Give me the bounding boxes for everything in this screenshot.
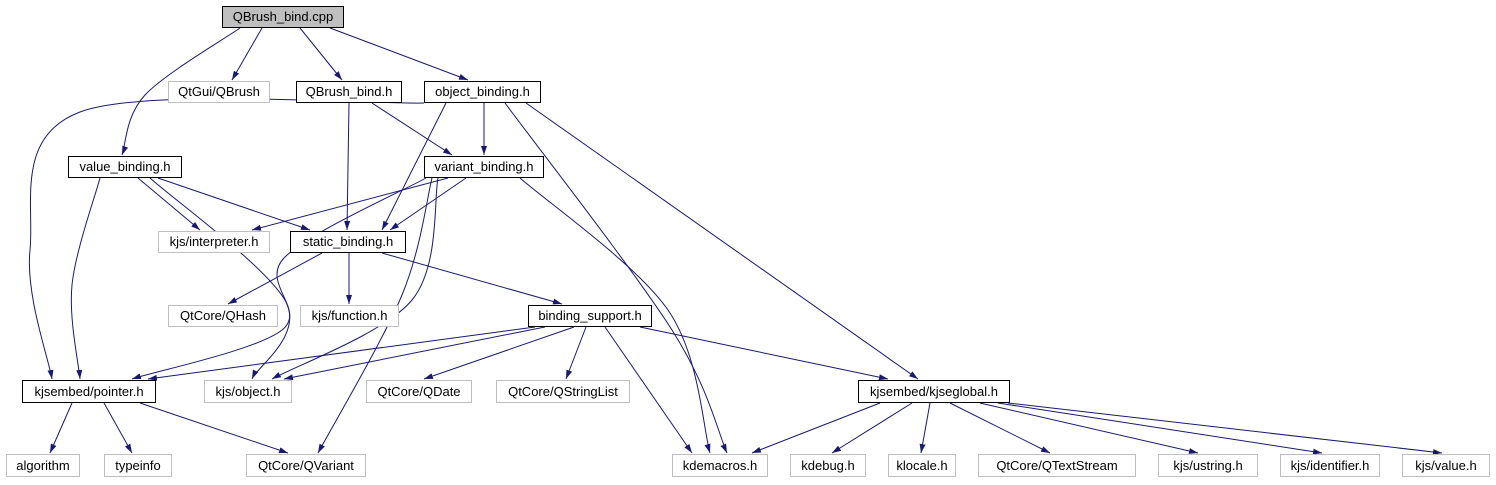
node-variant_binding[interactable]: variant_binding.h xyxy=(424,156,544,178)
edge-variant_binding-qvariant xyxy=(317,177,433,454)
edge-kjseglobal-qtextstream xyxy=(949,402,1051,454)
edge-object_binding-kjseglobal xyxy=(525,102,919,380)
edge-static_binding-binding_support xyxy=(381,252,563,305)
node-klocale: klocale.h xyxy=(888,454,956,477)
node-qbrush_h[interactable]: QBrush_bind.h xyxy=(296,81,402,103)
node-object: kjs/object.h xyxy=(204,380,292,403)
edge-pointer-qvariant xyxy=(139,402,289,454)
node-function: kjs/function.h xyxy=(300,305,399,327)
edge-cpp-object_binding xyxy=(329,27,469,81)
node-qstringlist: QtCore/QStringList xyxy=(496,380,630,403)
edge-variant_binding-kdemacros xyxy=(519,177,711,454)
node-qtgui_qbrush: QtGui/QBrush xyxy=(168,81,270,103)
node-kdemacros: kdemacros.h xyxy=(672,454,768,477)
edge-kjseglobal-identifier xyxy=(997,402,1323,455)
edge-pointer-algorithm xyxy=(49,402,73,454)
edge-binding_support-qstringlist xyxy=(565,326,587,380)
node-binding_support[interactable]: binding_support.h xyxy=(528,305,652,327)
edge-kjseglobal-klocale xyxy=(919,402,931,454)
edge-value_binding-interpreter xyxy=(137,177,201,231)
node-interpreter: kjs/interpreter.h xyxy=(158,231,270,253)
edge-cpp-qbrush_h xyxy=(299,27,343,81)
node-identifier: kjs/identifier.h xyxy=(1280,454,1380,477)
edge-binding_support-object xyxy=(283,326,546,381)
node-kjseglobal[interactable]: kjsembed/kjseglobal.h xyxy=(858,380,1010,403)
edge-qbrush_h-static_binding xyxy=(344,102,351,231)
node-static_binding[interactable]: static_binding.h xyxy=(290,231,406,253)
edge-binding_support-kjseglobal xyxy=(639,326,889,381)
node-kdebug: kdebug.h xyxy=(790,454,866,477)
edge-cpp-qtgui_qbrush xyxy=(231,27,263,81)
edge-binding_support-qdate xyxy=(423,326,575,380)
edge-static_binding-qhash xyxy=(227,252,323,305)
node-qtextstream: QtCore/QTextStream xyxy=(978,454,1136,477)
node-qvariant: QtCore/QVariant xyxy=(246,454,366,477)
edge-variant_binding-object xyxy=(271,177,439,380)
edge-variant_binding-static_binding xyxy=(389,177,467,231)
edge-cpp-value_binding xyxy=(121,27,241,156)
node-pointer[interactable]: kjsembed/pointer.h xyxy=(22,380,156,403)
node-value_binding[interactable]: value_binding.h xyxy=(68,156,182,178)
node-typeinfo: typeinfo xyxy=(104,454,172,477)
edge-kjseglobal-value xyxy=(1007,402,1443,455)
node-object_binding[interactable]: object_binding.h xyxy=(424,81,541,103)
edge-object_binding-static_binding xyxy=(381,102,447,231)
node-cpp: QBrush_bind.cpp xyxy=(222,6,344,28)
edge-value_binding-object xyxy=(149,177,291,380)
edge-variant_binding-pointer xyxy=(131,177,427,380)
edge-variant_binding-interpreter xyxy=(251,177,449,231)
edge-value_binding-static_binding xyxy=(157,177,311,231)
edge-pointer-typeinfo xyxy=(103,402,133,454)
edge-kjseglobal-ustring xyxy=(979,402,1199,454)
node-ustring: kjs/ustring.h xyxy=(1158,454,1258,477)
edge-value_binding-pointer xyxy=(70,177,101,380)
node-algorithm: algorithm xyxy=(6,454,80,477)
edge-object_binding-kdemacros xyxy=(504,102,728,454)
node-qhash: QtCore/QHash xyxy=(168,305,278,327)
edge-kjseglobal-kdemacros xyxy=(751,402,881,454)
node-value: kjs/value.h xyxy=(1402,454,1490,477)
edge-kjseglobal-kdebug xyxy=(831,402,913,454)
edge-qbrush_h-variant_binding xyxy=(371,102,453,156)
edge-binding_support-pointer xyxy=(147,326,536,381)
edge-binding_support-kdemacros xyxy=(604,326,693,454)
node-qdate: QtCore/QDate xyxy=(366,380,472,403)
